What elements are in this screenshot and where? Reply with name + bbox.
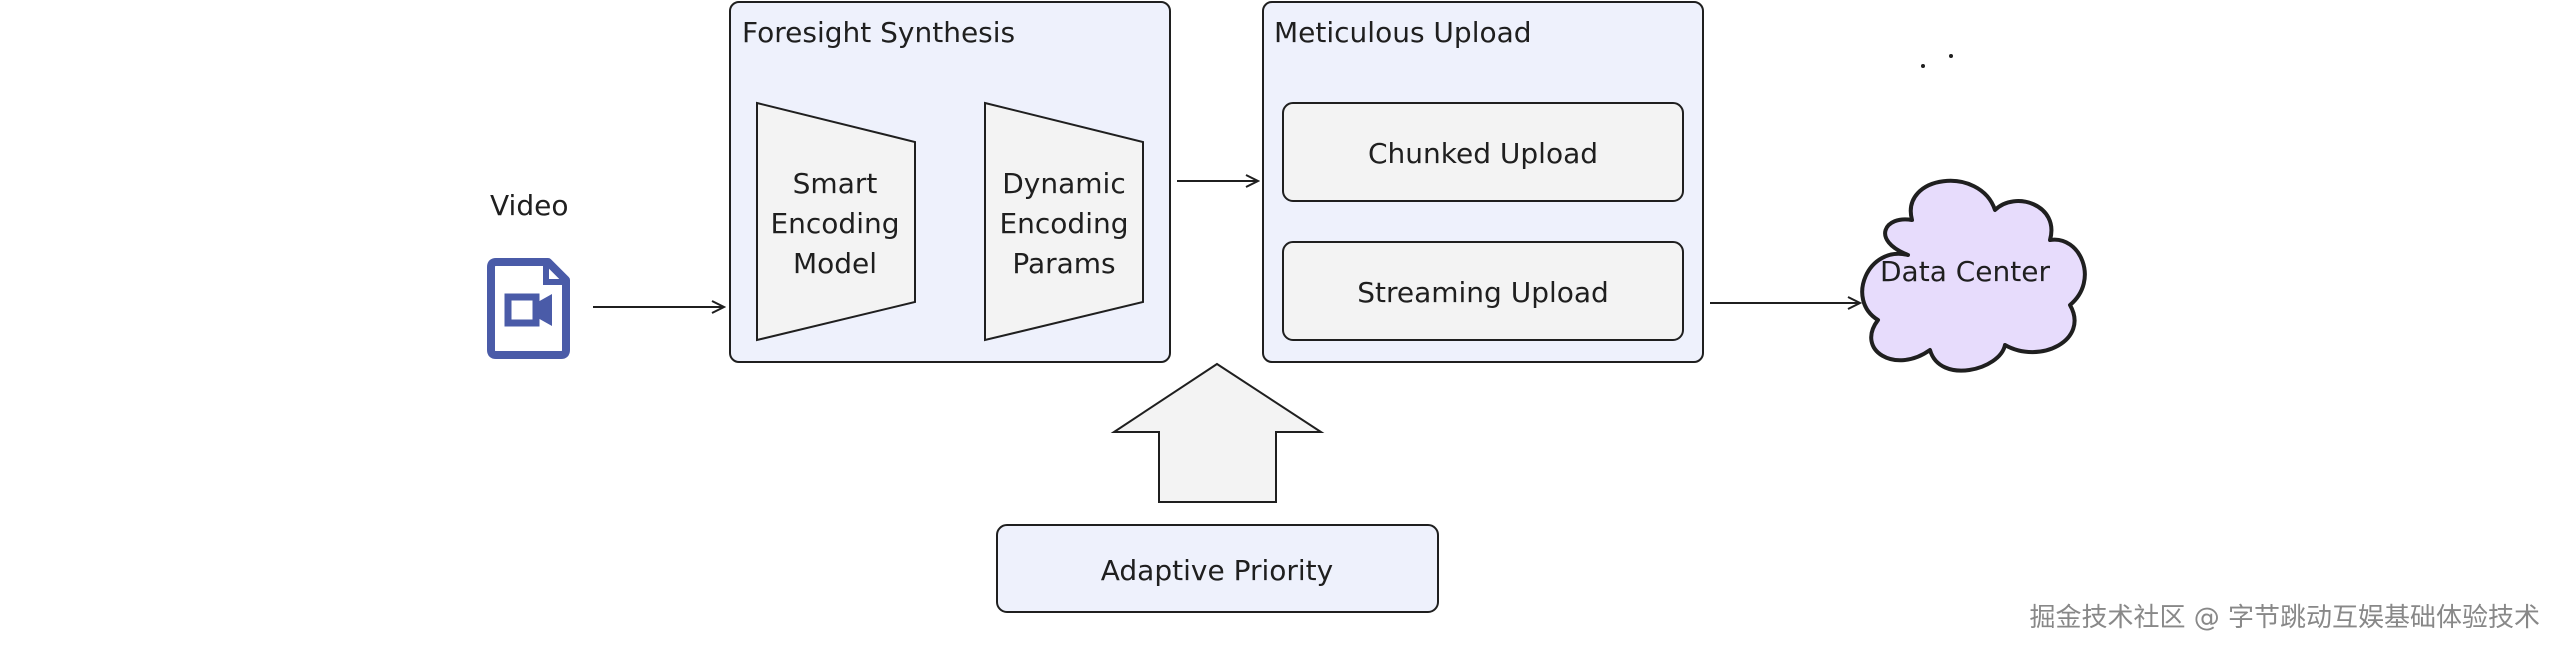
smart-encoding-model-line1: Smart (793, 167, 878, 200)
streaming-upload-label: Streaming Upload (1357, 276, 1609, 309)
dynamic-encoding-params-line3: Params (1012, 247, 1115, 280)
dynamic-encoding-params-line2: Encoding (999, 207, 1128, 240)
dynamic-encoding-params-shape (984, 101, 1144, 342)
video-label: Video (490, 189, 568, 222)
watermark-text: 掘金技术社区 @ 字节跳动互娱基础体验技术 (2029, 603, 2540, 633)
data-center-label: Data Center (1880, 255, 2050, 288)
meticulous-upload-title: Meticulous Upload (1274, 16, 1532, 49)
smart-encoding-model-shape (756, 101, 916, 342)
smart-encoding-model-line3: Model (793, 247, 877, 280)
chunked-upload-box (1282, 102, 1684, 202)
chunked-upload-label: Chunked Upload (1368, 137, 1598, 170)
dynamic-encoding-params-line1: Dynamic (1002, 167, 1125, 200)
adaptive-priority-label: Adaptive Priority (1101, 554, 1333, 587)
foresight-synthesis-title: Foresight Synthesis (742, 16, 1015, 49)
priority-up-arrow (1110, 362, 1325, 503)
stray-dot-left (1921, 64, 1925, 68)
data-center-cloud (1860, 178, 2087, 373)
video-file-icon (487, 258, 570, 359)
smart-encoding-model-line2: Encoding (770, 207, 899, 240)
stray-dot-right (1949, 54, 1953, 58)
adaptive-priority-box (996, 524, 1439, 613)
streaming-upload-box (1282, 241, 1684, 341)
